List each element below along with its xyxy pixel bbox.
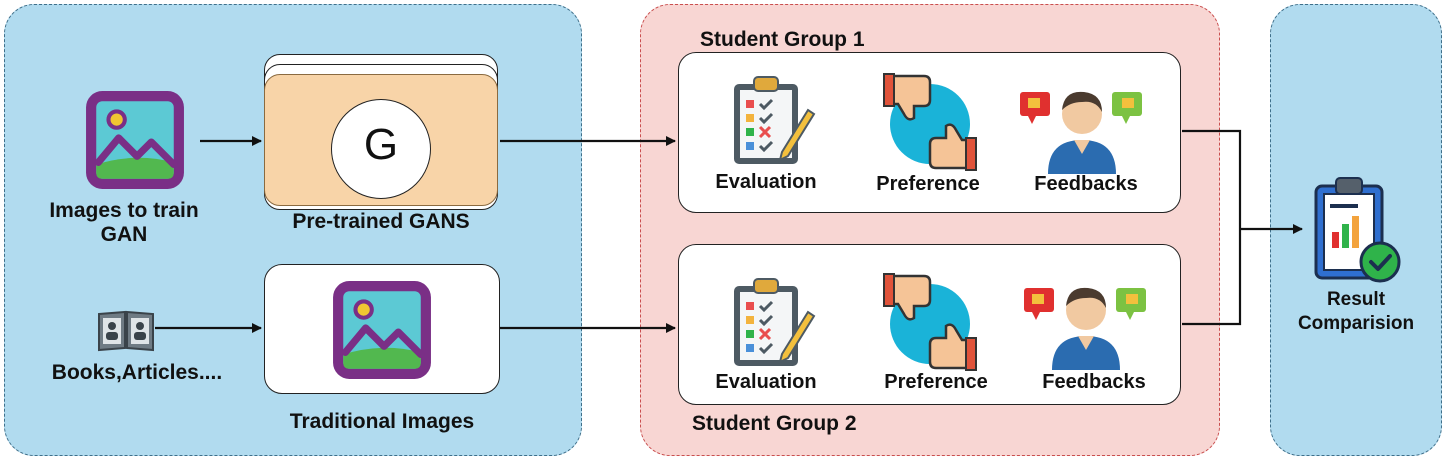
clipboard-checklist-icon [734, 278, 816, 366]
book-icon [98, 310, 154, 352]
traditional-image-icon [333, 281, 431, 379]
group2-preference-label: Preference [884, 371, 988, 393]
group1-feedbacks-label: Feedbacks [1034, 173, 1138, 195]
group1-title: Student Group 1 [700, 28, 865, 51]
report-clipboard-icon [1314, 177, 1401, 283]
pretrained-gans-label: Pre-trained GANS [292, 210, 470, 233]
result-label-line1: Result [1326, 289, 1386, 310]
group1-evaluation-label: Evaluation [715, 171, 817, 193]
thumbs-icon [883, 73, 977, 171]
images-to-train-label-line1: Images to train [49, 199, 199, 222]
generator-circle [331, 99, 431, 199]
image-icon [86, 91, 184, 189]
group1-preference-label: Preference [876, 173, 980, 195]
group2-title: Student Group 2 [692, 412, 857, 435]
group2-evaluation-label: Evaluation [715, 371, 817, 393]
clipboard-checklist-icon [734, 76, 816, 164]
thumbs-icon [883, 273, 977, 371]
images-to-train-label-line2: GAN [100, 223, 148, 246]
books-articles-label: Books,Articles.... [51, 361, 223, 384]
generator-letter: G [363, 120, 399, 169]
result-label-line2: Comparision [1297, 313, 1415, 334]
feedback-person-icon [1024, 287, 1146, 370]
group2-feedbacks-label: Feedbacks [1042, 371, 1146, 393]
feedback-person-icon [1020, 91, 1142, 174]
traditional-images-label: Traditional Images [289, 410, 475, 433]
